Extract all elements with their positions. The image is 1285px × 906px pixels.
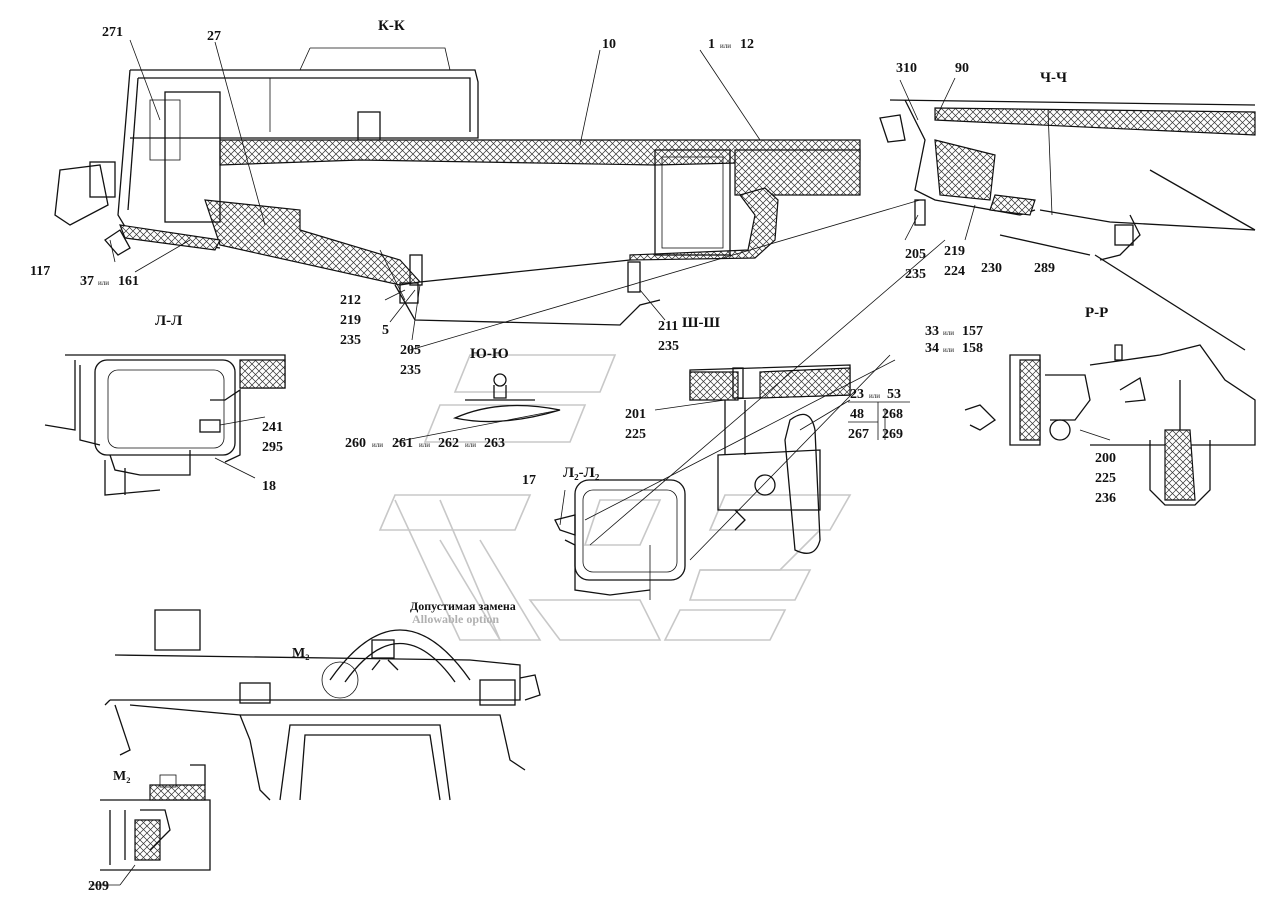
callout-236: 236 [1095, 491, 1116, 506]
callout-235-a: 235 [340, 333, 361, 348]
section-ll-drawing [44, 354, 286, 496]
callout-or-8: или [869, 392, 880, 400]
callout-34: 34 [925, 341, 939, 356]
section-rr-drawing [964, 344, 1256, 506]
callout-268: 268 [882, 407, 903, 422]
callout-or-3: или [943, 329, 954, 337]
section-title-kk: К-К [378, 18, 405, 34]
watermark-text: Допустимая замена Allowable option [410, 599, 516, 626]
callout-18: 18 [262, 479, 276, 494]
detail-title-m2-top: М₂ [292, 646, 309, 661]
callout-225-a: 225 [625, 427, 646, 442]
callout-261: 261 [392, 436, 413, 451]
callout-5: 5 [382, 323, 389, 338]
callout-235-d: 235 [905, 267, 926, 282]
section-yuyu-drawing [452, 373, 561, 423]
callout-53: 53 [887, 387, 901, 402]
callout-271: 271 [102, 25, 123, 40]
callout-201: 201 [625, 407, 646, 422]
callout-or-4: или [943, 346, 954, 354]
callout-10: 10 [602, 37, 616, 52]
callout-211: 211 [658, 319, 678, 334]
section-title-ll: Л-Л [155, 313, 182, 329]
callout-labels: 271 27 10 1 или 12 117 37 или 161 212 21… [30, 25, 1116, 894]
callout-157: 157 [962, 324, 983, 339]
callout-263: 263 [484, 436, 505, 451]
callout-or-7: или [465, 441, 476, 449]
callout-235-b: 235 [400, 363, 421, 378]
callout-260: 260 [345, 436, 366, 451]
callout-200: 200 [1095, 451, 1116, 466]
watermark-ru: Допустимая замена [410, 599, 516, 613]
callout-23: 23 [850, 387, 864, 402]
callout-or-2: или [98, 279, 109, 287]
callout-27: 27 [207, 29, 221, 44]
detail-m2-drawing [100, 764, 211, 871]
bottom-overview-drawing [104, 609, 541, 801]
callout-212: 212 [340, 293, 361, 308]
callout-205-a: 205 [400, 343, 421, 358]
callout-225-b: 225 [1095, 471, 1116, 486]
callout-262: 262 [438, 436, 459, 451]
callout-or-5: или [372, 441, 383, 449]
callout-117: 117 [30, 264, 50, 279]
callout-48: 48 [850, 407, 864, 422]
callout-33: 33 [925, 324, 939, 339]
callout-17: 17 [522, 473, 536, 488]
callout-209: 209 [88, 879, 109, 894]
callout-310: 310 [896, 61, 917, 76]
section-l2l2-drawing [554, 479, 686, 600]
section-titles: К-К Ч-Ч Л-Л Ю-Ю Ш-Ш Р-Р Л₂-Л₂ М₂ М₂ [113, 18, 1108, 784]
section-title-rr: Р-Р [1085, 305, 1108, 321]
callout-235-c: 235 [658, 339, 679, 354]
watermark-logo [378, 354, 852, 641]
callout-219-b: 219 [944, 244, 965, 259]
callout-295: 295 [262, 440, 283, 455]
section-chch-drawing [879, 99, 1256, 351]
section-title-yuyu: Ю-Ю [470, 346, 509, 362]
detail-title-m2-bottom: М₂ [113, 769, 130, 784]
callout-267: 267 [848, 427, 869, 442]
callout-1: 1 [708, 37, 715, 52]
callout-230: 230 [981, 261, 1002, 276]
watermark-en: Allowable option [412, 612, 499, 626]
callout-37: 37 [80, 274, 94, 289]
callout-241: 241 [262, 420, 283, 435]
callout-or-1: или [720, 42, 731, 50]
callout-161: 161 [118, 274, 139, 289]
callout-158: 158 [962, 341, 983, 356]
callout-90: 90 [955, 61, 969, 76]
callout-269: 269 [882, 427, 903, 442]
section-title-l2l2: Л₂-Л₂ [563, 465, 600, 481]
callout-289: 289 [1034, 261, 1055, 276]
callout-219-a: 219 [340, 313, 361, 328]
section-title-shsh: Ш-Ш [682, 315, 720, 331]
section-title-chch: Ч-Ч [1040, 70, 1067, 86]
leader-lines [90, 39, 1111, 886]
section-kk-drawing [54, 47, 861, 326]
callout-12: 12 [740, 37, 754, 52]
callout-or-6: или [419, 441, 430, 449]
callout-224: 224 [944, 264, 965, 279]
callout-205-b: 205 [905, 247, 926, 262]
section-shsh-drawing [689, 364, 851, 554]
